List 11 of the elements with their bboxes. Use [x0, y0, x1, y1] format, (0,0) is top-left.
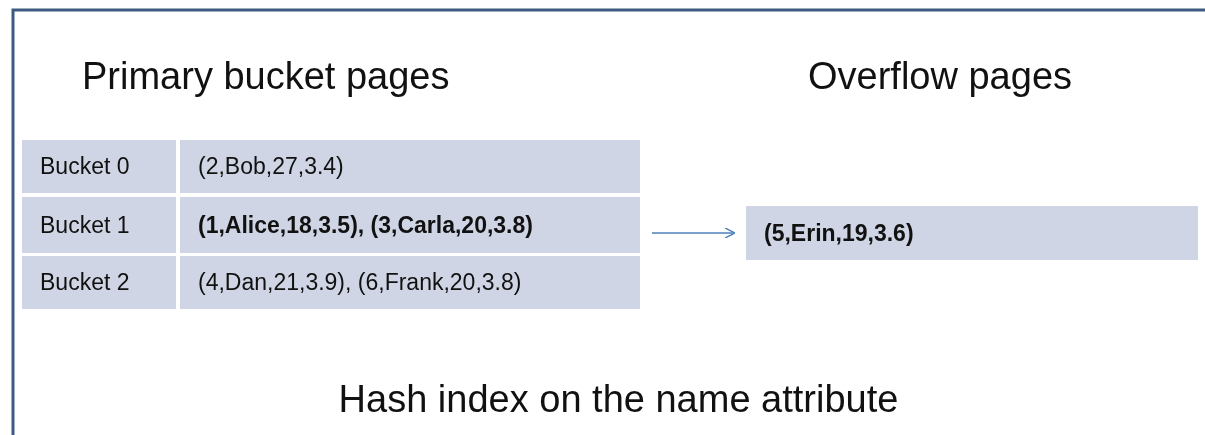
overflow-record-cell: (5,Erin,19,3.6): [746, 206, 1198, 260]
record-cell: (1,Alice,18,3.5), (3,Carla,20,3.8): [180, 197, 640, 253]
section-heading: Primary bucket pages: [82, 55, 450, 98]
bucket-label-cell: Bucket 2: [22, 256, 176, 309]
bucket-label-cell: Bucket 0: [22, 140, 176, 193]
caption: Hash index on the name attribute: [337, 378, 900, 421]
arrow: [651, 227, 736, 239]
record-cell: (4,Dan,21,3.9), (6,Frank,20,3.8): [180, 256, 640, 309]
section-heading: Overflow pages: [808, 55, 1072, 98]
record-cell: (2,Bob,27,3.4): [180, 140, 640, 193]
bucket-label-cell: Bucket 1: [22, 197, 176, 253]
